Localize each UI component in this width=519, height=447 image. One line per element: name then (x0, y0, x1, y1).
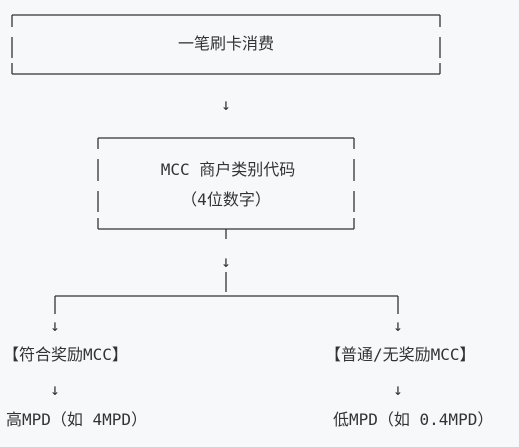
mcc-subtitle: （4位数字） (181, 190, 271, 209)
connector-split (54, 229, 399, 314)
right-result-label: 低MPD（如 0.4MPD） (333, 410, 494, 429)
down-arrow-icon: ↓ (221, 252, 231, 271)
down-arrow-icon: ↓ (221, 95, 231, 114)
mcc-title: MCC 商户类别代码 (160, 160, 296, 179)
down-arrow-icon: ↓ (393, 380, 403, 399)
left-result-label: 高MPD（如 4MPD） (6, 410, 148, 429)
left-category-label: 【符合奖励MCC】 (3, 345, 128, 364)
right-category-label: 【普通/无奖励MCC】 (325, 345, 476, 364)
down-arrow-icon: ↓ (393, 316, 403, 335)
mcc-box-frame (97, 137, 355, 230)
down-arrow-icon: ↓ (50, 316, 60, 335)
transaction-label: 一笔刷卡消费 (177, 34, 275, 53)
transaction-box-frame (11, 14, 441, 75)
down-arrow-icon: ↓ (50, 380, 60, 399)
